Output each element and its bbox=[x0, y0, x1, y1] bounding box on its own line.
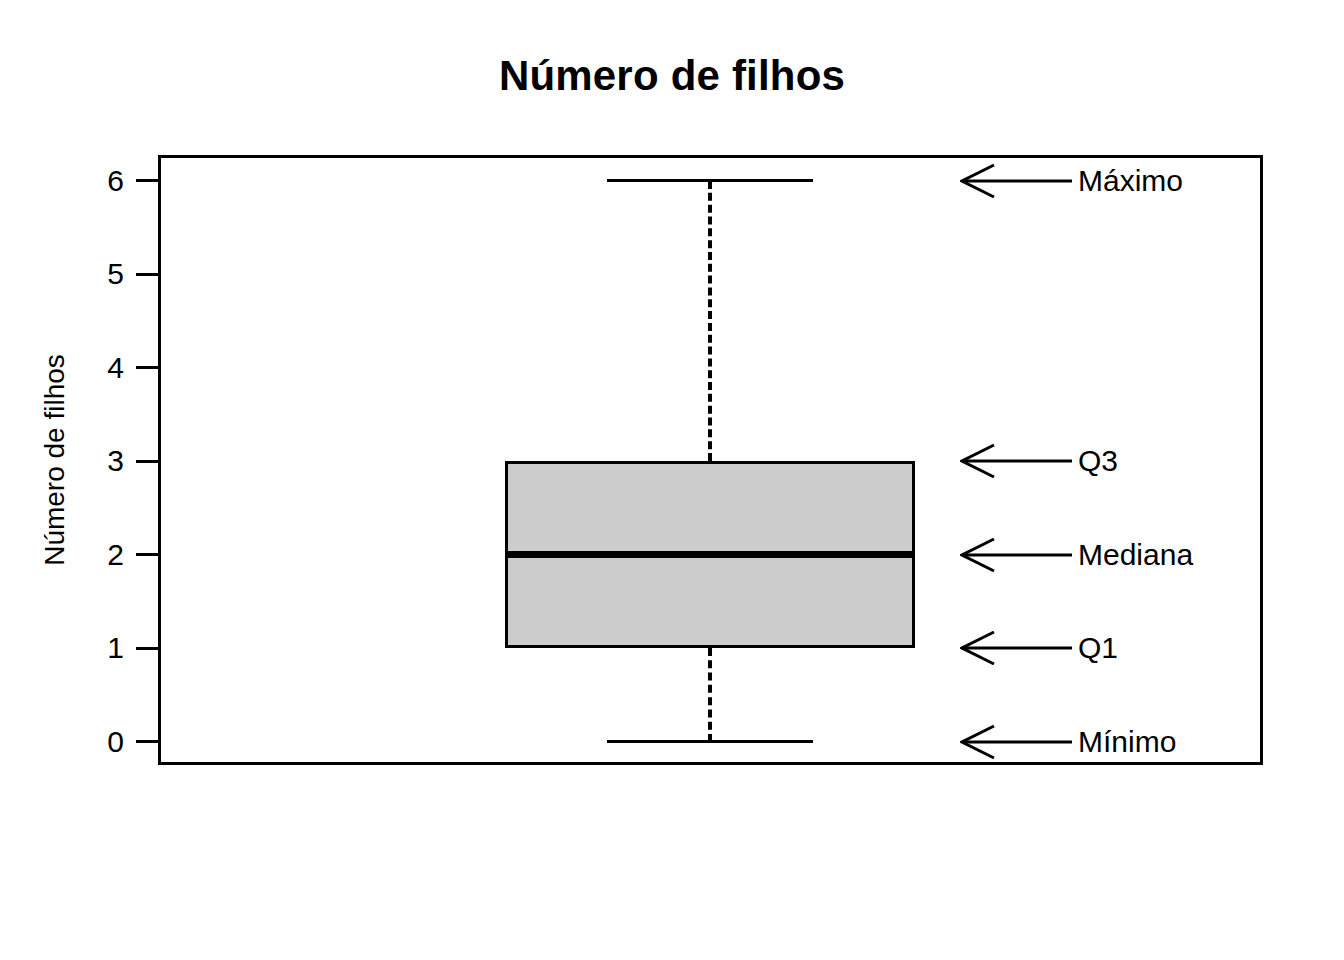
left-arrow-icon bbox=[960, 724, 1072, 760]
left-arrow-icon bbox=[960, 163, 1072, 199]
left-arrow-icon bbox=[960, 630, 1072, 666]
annotation-label: Q1 bbox=[1078, 633, 1118, 663]
y-axis-tick-label: 3 bbox=[78, 446, 124, 476]
maximum-whisker-cap bbox=[607, 179, 813, 182]
y-axis-tick-mark bbox=[136, 179, 158, 182]
annotation-label: Mediana bbox=[1078, 540, 1193, 570]
y-axis-label-text: Número de filhos bbox=[38, 160, 72, 760]
y-axis-tick-label: 1 bbox=[78, 633, 124, 663]
y-axis-tick-label: 5 bbox=[78, 259, 124, 289]
minimum-whisker-cap bbox=[607, 740, 813, 743]
y-axis-tick-mark bbox=[136, 740, 158, 743]
annotation-label: Máximo bbox=[1078, 166, 1183, 196]
annotation-q1: Q1 bbox=[960, 628, 1118, 668]
annotation-mediana: Mediana bbox=[960, 535, 1193, 575]
y-axis-tick-mark bbox=[136, 553, 158, 556]
y-axis-tick-mark bbox=[136, 366, 158, 369]
y-axis-tick-label: 2 bbox=[78, 540, 124, 570]
y-axis-tick-label: 4 bbox=[78, 353, 124, 383]
y-axis-tick-mark bbox=[136, 647, 158, 650]
y-axis-tick-label: 6 bbox=[78, 166, 124, 196]
y-axis-tick-label: 0 bbox=[78, 727, 124, 757]
left-arrow-icon bbox=[960, 537, 1072, 573]
median-line bbox=[505, 551, 915, 558]
annotation-label: Mínimo bbox=[1078, 727, 1176, 757]
annotation-m-ximo: Máximo bbox=[960, 161, 1183, 201]
upper-whisker-line bbox=[708, 181, 712, 462]
annotation-label: Q3 bbox=[1078, 446, 1118, 476]
annotation-m-nimo: Mínimo bbox=[960, 722, 1176, 762]
y-axis-tick-mark bbox=[136, 273, 158, 276]
annotation-q3: Q3 bbox=[960, 441, 1118, 481]
left-arrow-icon bbox=[960, 443, 1072, 479]
page-title: Número de filhos bbox=[0, 52, 1344, 100]
y-axis-label: Número de filhos bbox=[38, 160, 72, 760]
lower-whisker-line bbox=[708, 648, 712, 742]
y-axis-tick-mark bbox=[136, 460, 158, 463]
